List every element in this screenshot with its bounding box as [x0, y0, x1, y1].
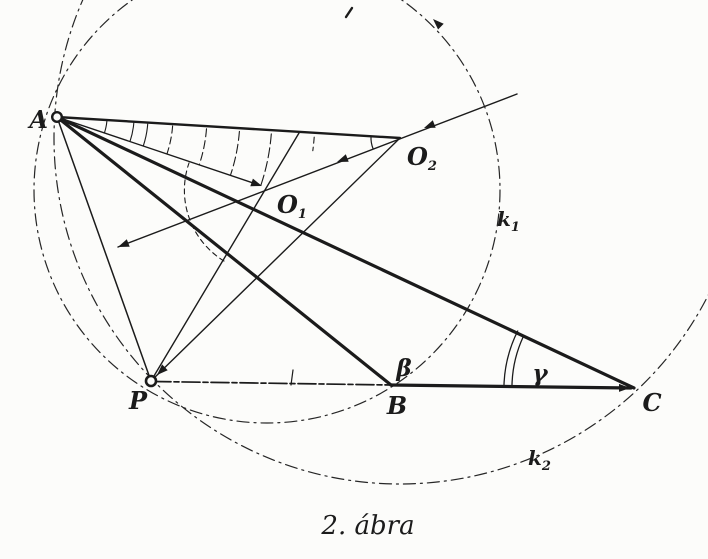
- angle-arc-gamma-inner: [511, 335, 525, 386]
- point-marker-p: [144, 374, 158, 388]
- segment-midpoint-tick: [290, 369, 294, 386]
- line-a-c: [55, 115, 636, 390]
- line-p-b: [152, 380, 392, 386]
- line-o1-o2-extended: [117, 93, 518, 248]
- label-point-o2: O2: [407, 142, 437, 174]
- line-b-c: [389, 383, 633, 390]
- angle-arc-o1: [183, 162, 225, 262]
- arrowhead-center-line-end: [118, 239, 130, 247]
- label-angle-beta: β: [395, 355, 411, 382]
- line-p-o2: [150, 137, 401, 382]
- label-circle-k1: k1: [497, 207, 520, 235]
- circle-k2: [53, 0, 708, 485]
- ink-fleck: [344, 6, 354, 19]
- arrowhead-at-c: [619, 383, 630, 392]
- circle-k1: [33, 0, 501, 424]
- arrowhead-k1-arc-end: [433, 19, 444, 30]
- label-point-a: A: [27, 105, 48, 134]
- line-p-o1-extended: [150, 132, 300, 382]
- label-circle-k2: k2: [528, 446, 551, 474]
- label-angle-gamma: γ: [532, 360, 549, 387]
- line-a-o1: [56, 116, 260, 186]
- arrowhead-on-center-line-1: [337, 154, 349, 162]
- line-a-p: [56, 116, 152, 382]
- line-a-o2: [55, 115, 402, 140]
- label-point-o1: O1: [277, 190, 307, 222]
- angle-arc-o2: [370, 135, 374, 150]
- angle-arc-gamma-outer: [503, 330, 519, 386]
- arrowhead-on-center-line-2: [424, 120, 436, 128]
- label-point-b: B: [386, 391, 407, 420]
- arrowhead-at-o1: [250, 178, 262, 187]
- line-a-b: [55, 115, 393, 387]
- angle-hatch-arcs-at-a: [103, 120, 315, 186]
- label-point-p: P: [128, 386, 148, 415]
- figure-caption: 2. ábra: [320, 511, 414, 541]
- point-marker-a: [51, 110, 64, 123]
- arrowhead-at-p: [157, 364, 168, 375]
- label-point-c: C: [642, 388, 661, 417]
